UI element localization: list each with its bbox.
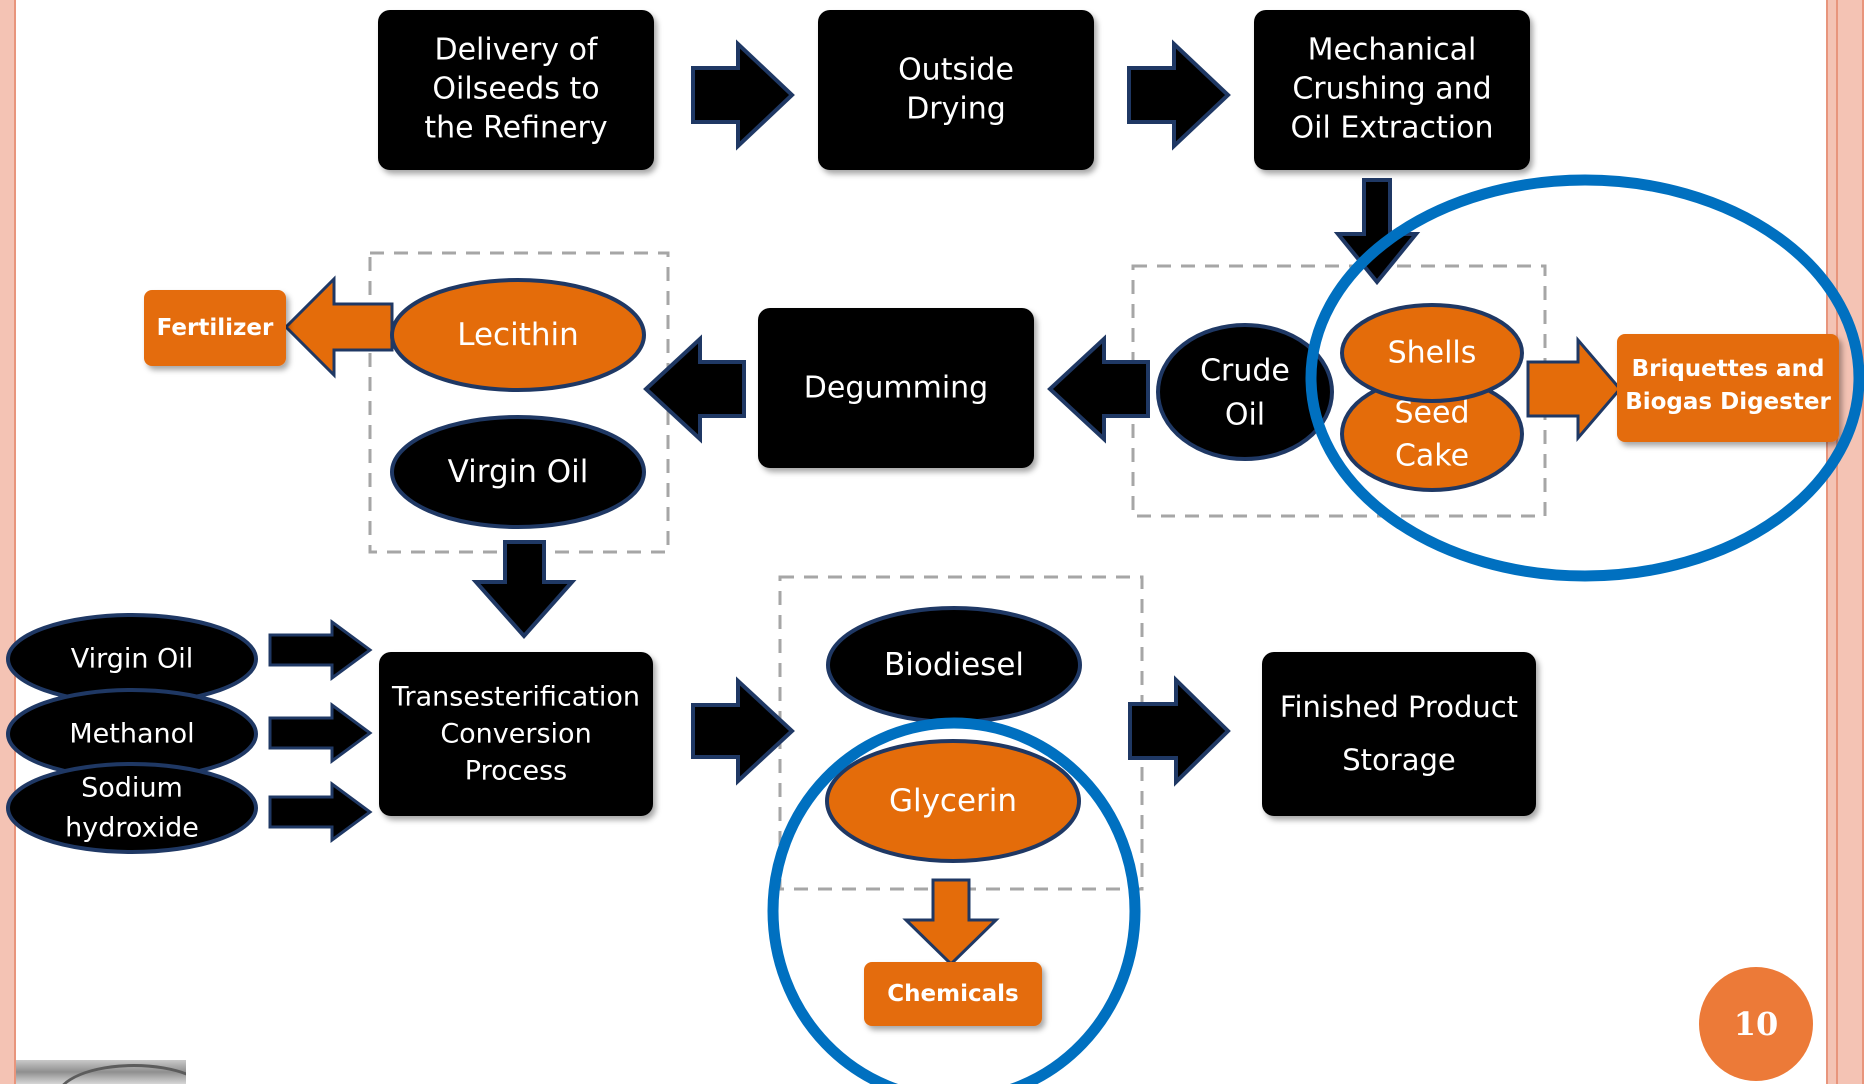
node-glycerin: Glycerin xyxy=(825,739,1081,863)
output-label: Chemicals xyxy=(887,981,1018,1007)
input-virgin-oil: Virgin Oil xyxy=(6,613,258,705)
step-outside-drying: Outside Drying xyxy=(818,10,1094,170)
highlight-circle-byproducts xyxy=(1305,174,1864,582)
step-label: Crushing and xyxy=(1292,72,1491,107)
arrow-right-icon xyxy=(691,39,795,151)
node-label: Biodiesel xyxy=(884,647,1024,683)
arrow-right-icon xyxy=(1526,335,1622,443)
step-label: Finished Product xyxy=(1280,690,1518,724)
input-label: Methanol xyxy=(69,719,194,750)
step-label: Drying xyxy=(906,92,1006,127)
input-label: Virgin Oil xyxy=(71,644,194,675)
step-label: Transesterification xyxy=(391,682,640,713)
step-label: Outside xyxy=(898,53,1014,88)
step-degumming: Degumming xyxy=(758,308,1034,468)
node-shells: Shells xyxy=(1340,303,1524,403)
arrow-right-icon xyxy=(691,676,795,786)
node-label: Oil xyxy=(1225,398,1265,433)
arrow-left-icon xyxy=(283,275,394,379)
step-label: Oil Extraction xyxy=(1291,111,1494,146)
arrow-left-icon xyxy=(643,334,746,444)
step-label: Process xyxy=(465,756,567,787)
node-label: Lecithin xyxy=(457,317,579,353)
step-label: the Refinery xyxy=(424,111,607,146)
arrow-down-icon xyxy=(471,540,577,640)
arrow-right-icon xyxy=(1127,39,1231,151)
thumbnail-image xyxy=(16,1060,186,1084)
arrow-right-icon xyxy=(268,702,373,764)
input-label: Sodium xyxy=(81,773,183,804)
page-number-badge: 10 xyxy=(1699,967,1813,1081)
step-label: Oilseeds to xyxy=(432,72,599,107)
output-chemicals: Chemicals xyxy=(864,962,1042,1026)
output-label: Briquettes and xyxy=(1632,356,1825,382)
input-sodium-hydroxide: Sodium hydroxide xyxy=(6,762,258,854)
output-briquettes-biogas: Briquettes and Biogas Digester xyxy=(1617,334,1839,442)
highlight-circle-glycerin xyxy=(767,717,1141,1084)
node-label: Crude xyxy=(1200,354,1290,389)
node-label: Virgin Oil xyxy=(448,454,589,490)
slide-frame-right xyxy=(1826,0,1864,1084)
node-label: Glycerin xyxy=(889,783,1017,819)
arrow-right-icon xyxy=(268,619,373,681)
step-delivery-of-oilseeds: Delivery of Oilseeds to the Refinery xyxy=(378,10,654,170)
arrow-right-icon xyxy=(268,781,373,843)
output-label: Biogas Digester xyxy=(1625,389,1831,415)
step-label: Conversion xyxy=(440,719,591,750)
step-label: Delivery of xyxy=(435,33,599,68)
node-seed-cake: Seed Cake xyxy=(1340,376,1524,492)
node-lecithin: Lecithin xyxy=(390,278,646,392)
input-label: hydroxide xyxy=(65,813,199,844)
node-biodiesel: Biodiesel xyxy=(826,606,1082,724)
arrow-down-icon xyxy=(1333,178,1421,286)
node-crude-oil: Crude Oil xyxy=(1156,323,1334,461)
step-label: Degumming xyxy=(804,371,988,406)
arrow-down-icon xyxy=(902,878,1000,967)
output-fertilizer: Fertilizer xyxy=(144,290,286,366)
step-label: Storage xyxy=(1342,743,1455,777)
node-label: Cake xyxy=(1395,439,1469,474)
node-label: Shells xyxy=(1388,336,1477,371)
arrow-right-icon xyxy=(1128,675,1231,787)
step-mechanical-crushing: Mechanical Crushing and Oil Extraction xyxy=(1254,10,1530,170)
step-label: Mechanical xyxy=(1308,33,1477,68)
node-virgin-oil: Virgin Oil xyxy=(390,415,646,529)
step-transesterification: Transesterification Conversion Process xyxy=(379,652,653,816)
arrow-left-icon xyxy=(1047,334,1150,444)
step-finished-product-storage: Finished Product Storage xyxy=(1262,652,1536,816)
output-label: Fertilizer xyxy=(157,315,274,341)
